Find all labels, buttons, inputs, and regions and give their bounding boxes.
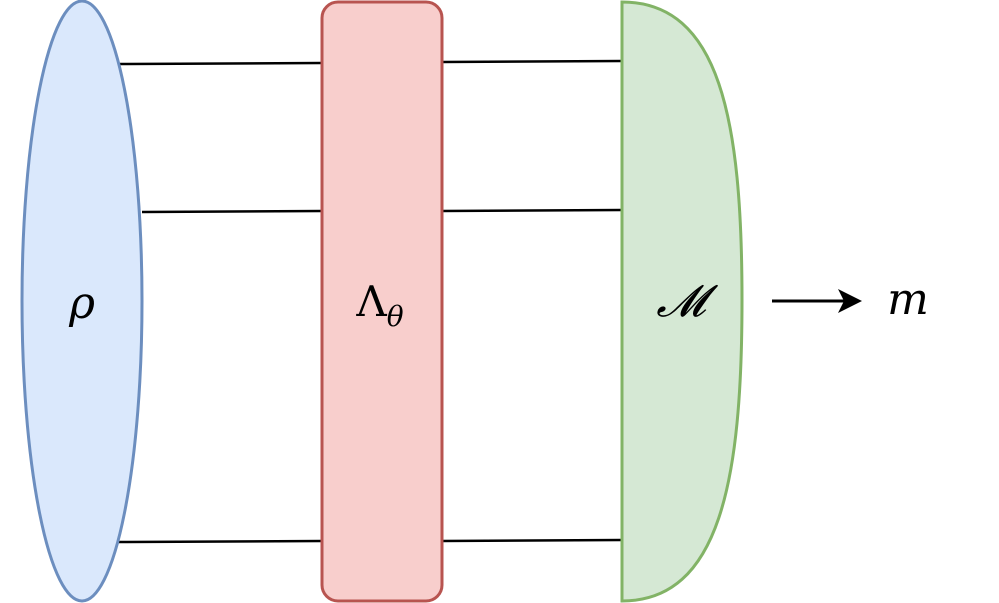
channel-label-sub: θ — [387, 300, 404, 333]
state-ellipse — [20, 0, 144, 603]
wire-state-channel-3 — [117, 539, 323, 544]
channel-box — [320, 0, 444, 603]
wire-state-channel-2 — [141, 209, 323, 214]
wire-channel-measurement-3 — [441, 538, 623, 543]
arrow-head-icon — [838, 289, 862, 313]
output-arrow — [772, 289, 862, 313]
wire-channel-measurement-1 — [441, 59, 623, 64]
state-node: ρ — [20, 0, 144, 603]
measurement-shape — [620, 0, 744, 603]
state-label: ρ — [68, 278, 95, 329]
wire-state-channel-1 — [117, 61, 323, 66]
channel-node: Λθ — [320, 0, 444, 603]
channel-label: Λθ — [355, 277, 403, 333]
channel-label-main: Λ — [355, 277, 387, 326]
wire-channel-measurement-2 — [441, 208, 623, 213]
output-label: m — [887, 274, 929, 325]
measurement-node: 𝓜 — [620, 0, 744, 603]
